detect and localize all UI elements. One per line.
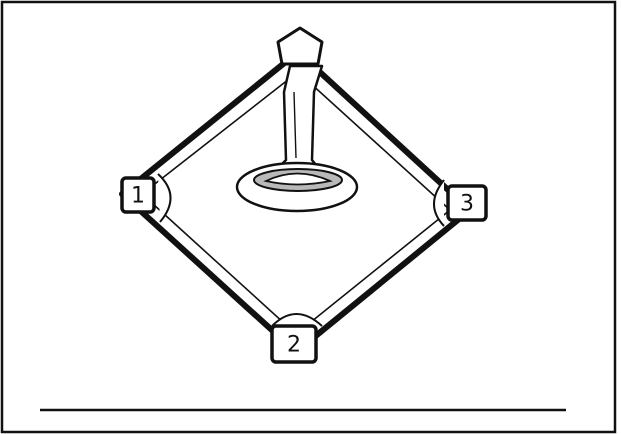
first-base: 1 xyxy=(122,178,154,212)
third-base: 3 xyxy=(448,186,486,220)
second-base-label: 2 xyxy=(287,333,301,358)
second-base: 2 xyxy=(272,326,316,362)
third-base-label: 3 xyxy=(460,192,474,217)
first-base-label: 1 xyxy=(131,184,145,209)
